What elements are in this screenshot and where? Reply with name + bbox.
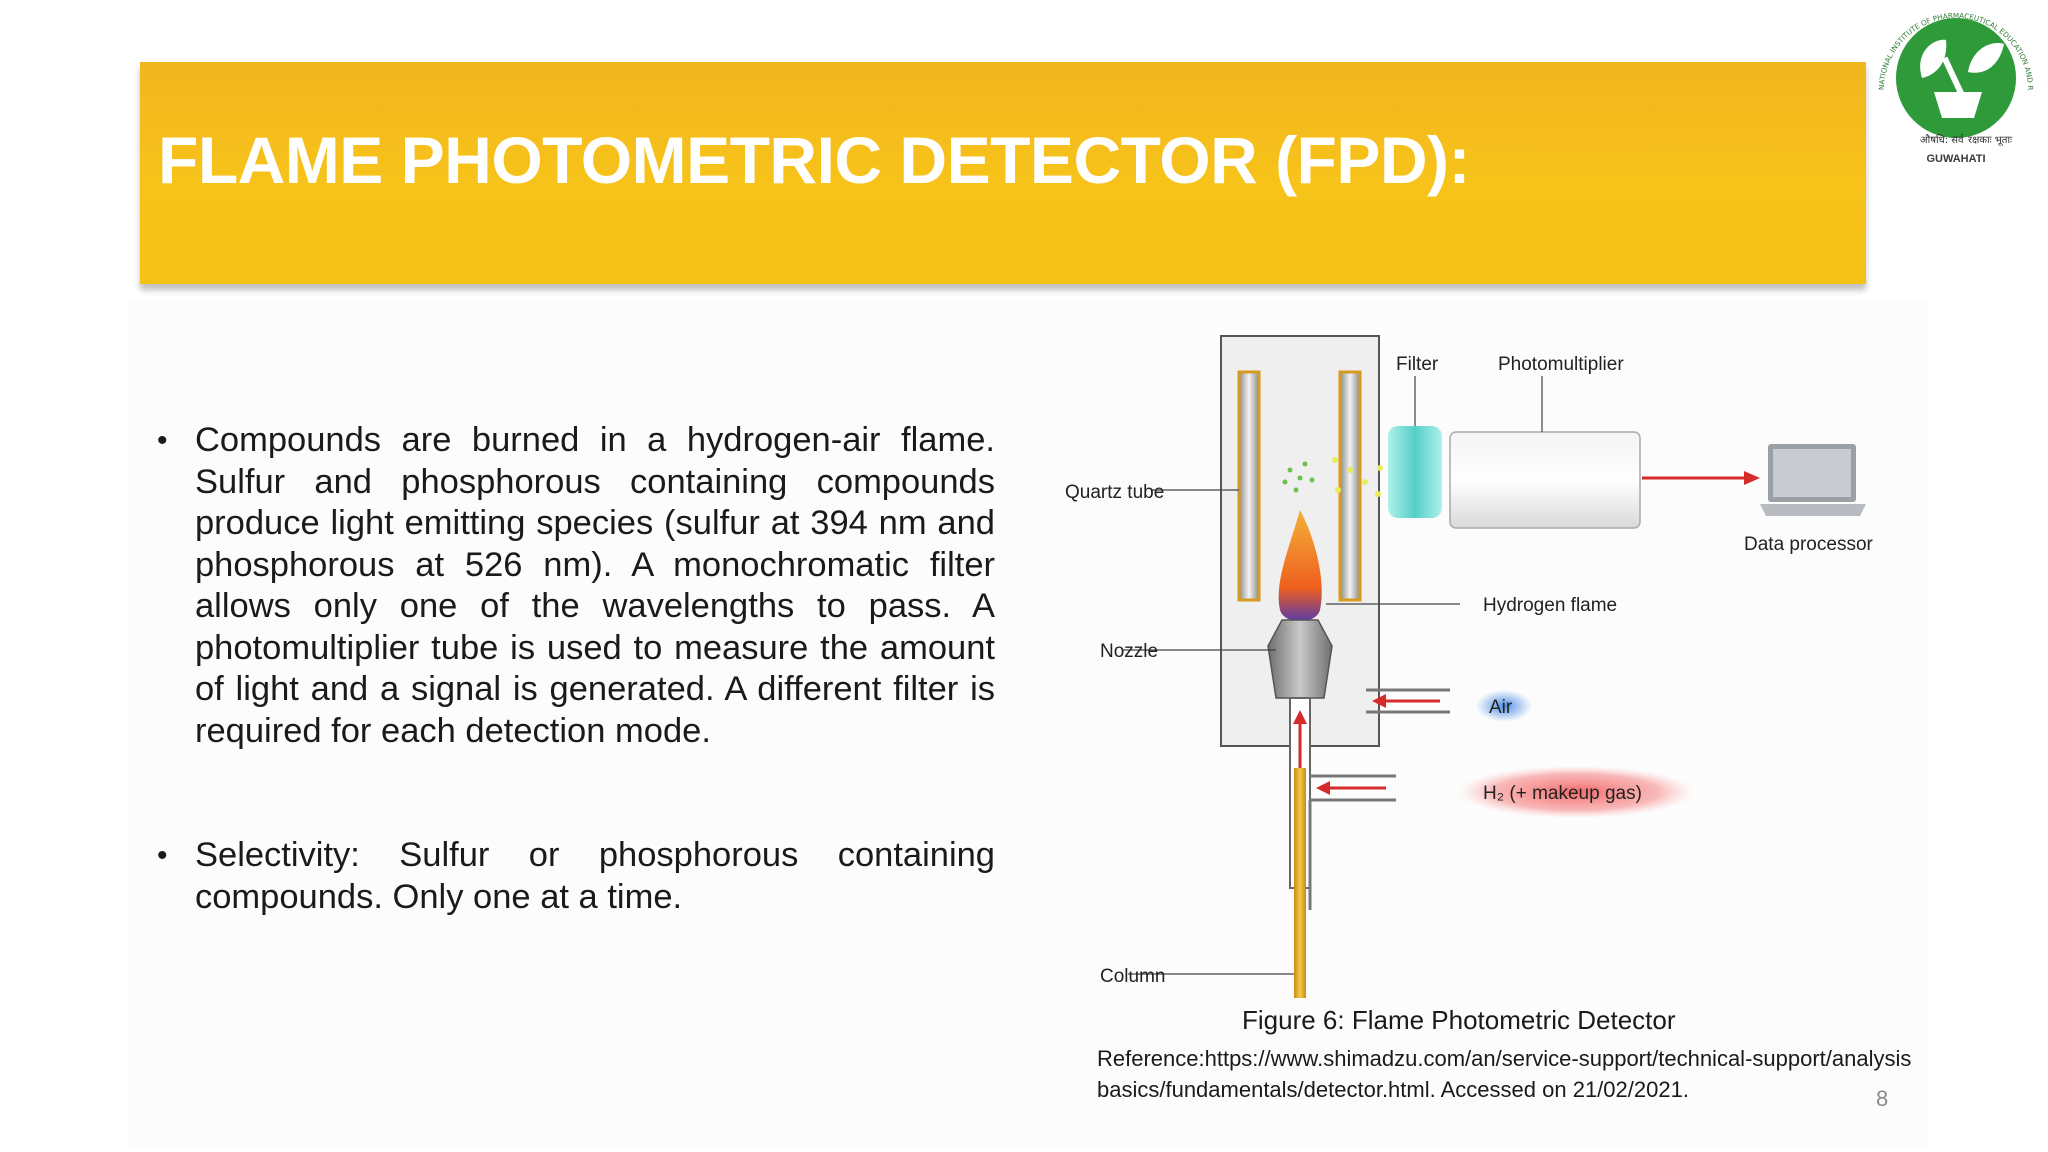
slide-title: FLAME PHOTOMETRIC DETECTOR (FPD): (158, 123, 1471, 197)
nozzle (1267, 619, 1333, 699)
bullet-dot-icon: • (157, 424, 168, 457)
emission-dots (1282, 461, 1315, 493)
label-filter: Filter (1396, 354, 1439, 375)
label-quartz-tube: Quartz tube (1065, 482, 1164, 503)
filter (1388, 426, 1442, 518)
hydrogen-flame (1278, 510, 1322, 622)
label-hydrogen-flame: Hydrogen flame (1483, 595, 1617, 616)
bullet-item: • Compounds are burned in a hydrogen-air… (155, 420, 995, 752)
label-photomultiplier: Photomultiplier (1498, 354, 1624, 375)
figure-caption: Figure 6: Flame Photometric Detector (1242, 1005, 1676, 1035)
quartz-tube-left (1237, 370, 1261, 602)
air-inlet (1366, 688, 1450, 714)
h2-glow (1458, 766, 1694, 818)
reference-line-2: basics/fundamentals/detector.html. Acces… (1097, 1077, 1689, 1102)
air-glow (1476, 690, 1532, 722)
bullet-list: • Compounds are burned in a hydrogen-air… (155, 420, 995, 918)
bullet-dot-icon: • (157, 839, 168, 872)
bullet-item: • Selectivity: Sulfur or phosphorous con… (155, 835, 995, 918)
label-data-processor: Data processor (1744, 534, 1874, 555)
page-number: 8 (1876, 1086, 1889, 1111)
leader-lines (1122, 376, 1543, 975)
figure-reference: Reference:https://www.shimadzu.com/an/se… (1097, 1043, 1997, 1105)
logo-city: GUWAHATI (1926, 153, 1985, 165)
logo-left-motto: औषधि: सर्व (1920, 134, 1965, 146)
title-banner: FLAME PHOTOMETRIC DETECTOR (FPD): (140, 62, 1866, 284)
quartz-tube-right (1338, 370, 1362, 602)
label-h2: H₂ (+ makeup gas) (1483, 783, 1642, 804)
fpd-diagram: Quartz tube Nozzle Column Filter Photomu… (1065, 335, 1874, 998)
label-column: Column (1100, 966, 1165, 987)
bullet-text: Compounds are burned in a hydrogen-air f… (195, 421, 995, 750)
label-air: Air (1489, 697, 1513, 718)
light-rays (1332, 457, 1383, 497)
institute-logo: NATIONAL INSTITUTE OF PHARMACEUTICAL EDU… (1864, 0, 2035, 165)
h2-inlet (1308, 774, 1396, 910)
laptop-icon (1760, 444, 1866, 516)
bullet-text: Selectivity: Sulfur or phosphorous conta… (195, 836, 995, 916)
column (1294, 768, 1306, 998)
label-nozzle: Nozzle (1100, 641, 1158, 662)
photomultiplier (1449, 431, 1641, 529)
logo-right-motto: रक्षकाः भूताः (1968, 135, 2013, 146)
reference-line-1: Reference:https://www.shimadzu.com/an/se… (1097, 1046, 1912, 1071)
